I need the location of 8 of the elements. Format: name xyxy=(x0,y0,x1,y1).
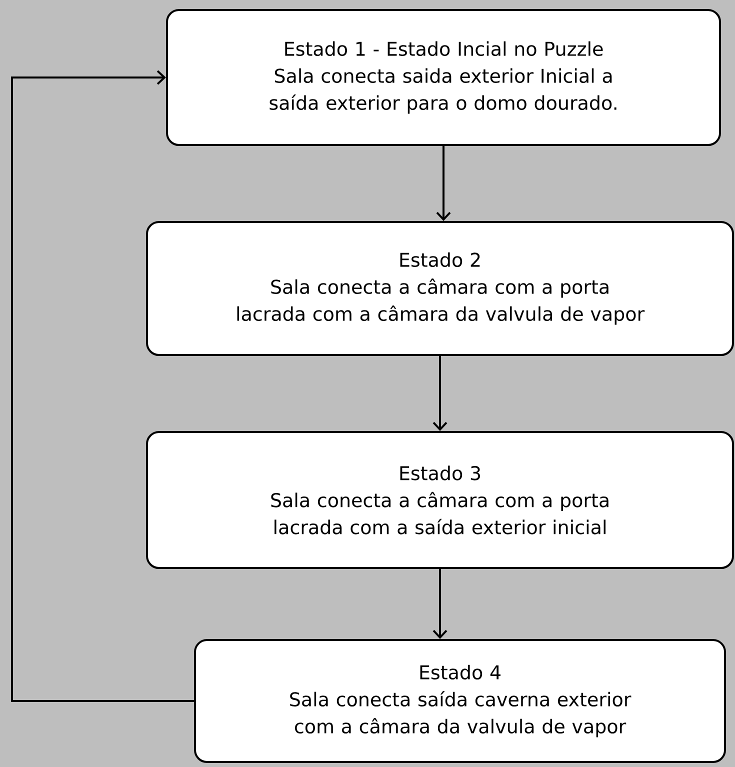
arrow xyxy=(432,356,448,431)
state-box: Estado 4 Sala conecta saída caverna exterior com a câmara da valvula de vapor xyxy=(194,639,726,763)
arrow xyxy=(11,70,194,702)
arrow xyxy=(436,146,451,221)
state-box: Estado 2 Sala conecta a câmara com a porta lacrada com a câmara da valvula de vapor xyxy=(146,221,734,356)
state-box: Estado 1 - Estado Incial no Puzzle Sala conecta saida exterior Inicial a saída exterior para o domo dourado. xyxy=(166,9,722,146)
state-box: Estado 3 Sala conecta a câmara com a porta lacrada com a saída exterior inicial xyxy=(146,431,734,569)
arrow xyxy=(432,569,448,639)
